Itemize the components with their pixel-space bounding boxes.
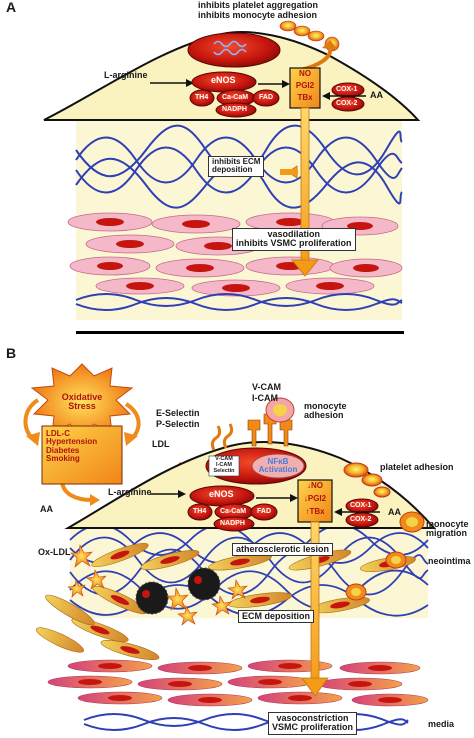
label-ecm-deposition: ECM deposition [238, 610, 314, 624]
label-no: NO [299, 69, 311, 78]
panel-a-elastic-lamina [75, 293, 403, 311]
label-small-icam: I-CAM [216, 461, 232, 468]
label-inhibits-ecm-deposition: inhibits ECM deposition [208, 156, 265, 177]
panel-b [23, 363, 437, 731]
label-e-selectin: E-Selectin [156, 408, 200, 418]
label-monocyte-migration: monocyte migration [426, 519, 469, 539]
panel-b-risk-factor-box [41, 425, 123, 485]
label-vasoconstriction-box: vasoconstriction VSMC proliferation [268, 712, 358, 735]
panel-b-ox-ldl-particles [67, 543, 248, 626]
label-l-arginine: L-arginine [104, 70, 148, 80]
panel-b-monocyte-adhesion-cell [265, 397, 295, 423]
risk-factor-1: LDL-C [46, 429, 70, 438]
label-migration: migration [426, 528, 468, 539]
label-platelet-adhesion: platelet adhesion [380, 462, 454, 472]
label-risk-factors: LDL-C Hypertension Diabetes Smoking [46, 429, 98, 464]
label-small-adhesion: V-CAM I-CAM Selectin [209, 456, 239, 474]
panel-b-nfkb-activation [251, 453, 305, 479]
panel-b-elastic-lamina [83, 713, 409, 731]
label-cox-1-b: COX-1 [350, 502, 372, 509]
panel-b-enos-complex [150, 485, 298, 532]
label-cox-2: COX-2 [336, 100, 358, 107]
label-ca-cam-b: Ca-CaM [220, 508, 247, 515]
label-small-vcam: V-CAM [215, 456, 233, 462]
label-oxidative: Oxidative [61, 392, 103, 402]
label-ox-ldl: Ox-LDL [38, 547, 71, 557]
panel-a-letter: A [6, 0, 17, 15]
label-nadph-b: NADPH [220, 520, 245, 527]
panel-b-letter: B [6, 345, 17, 361]
label-vsmc-proliferation: VSMC proliferation [272, 722, 354, 733]
label-media: media [428, 719, 455, 729]
panel-b-foam-cells [135, 567, 221, 615]
risk-factor-3: Diabetes [46, 445, 80, 455]
panel-b-media-layer [47, 659, 429, 707]
panel-b-monocyte-migration-cells [345, 511, 425, 601]
label-monocyte-adhesion: monocyte adhesion [304, 401, 347, 421]
label-nfkb: NFκB [267, 457, 289, 466]
panel-b-down-arrow [301, 521, 329, 697]
panel-a [43, 20, 421, 334]
panel-a-cox [322, 82, 366, 112]
panel-a-nucleus [187, 32, 281, 68]
label-enos-b: eNOS [209, 489, 234, 499]
label-vasodilation-box: vasodilation inhibits VSMC proliferation [232, 228, 356, 251]
label-no-b: ↓NO [307, 481, 323, 490]
label-p-selectin: P-Selectin [156, 419, 200, 429]
label-inhibits-vsmc: inhibits VSMC proliferation [236, 238, 352, 249]
label-tbx-b: ↑TBx [305, 507, 325, 516]
panel-b-adhesion-molecules [210, 413, 293, 451]
label-v-cam: V-CAM [252, 382, 281, 392]
panel-b-vcam-icam-box [208, 455, 240, 477]
label-i-cam: I-CAM [252, 393, 278, 403]
label-monocyte-2: monocyte [426, 519, 469, 529]
label-pgi2: PGI2 [295, 81, 315, 90]
label-atherosclerotic-lesion: atherosclerotic lesion [232, 543, 334, 557]
label-neointima: neointima [428, 556, 471, 566]
label-cox-2-b: COX-2 [350, 516, 372, 523]
label-th4: TH4 [195, 94, 209, 101]
label-adhesion: adhesion [304, 410, 344, 421]
label-ca-cam: Ca-CaM [222, 94, 249, 101]
risk-factor-2: Hypertension [46, 437, 98, 447]
label-aa: AA [370, 90, 383, 100]
label-nadph: NADPH [222, 106, 247, 113]
label-l-arginine-b: L-arginine [108, 487, 152, 497]
label-activation: Activation [258, 465, 298, 475]
label-inhibits-platelet-aggregation: inhibits platelet aggregation [198, 0, 319, 10]
label-aa-right: AA [388, 507, 401, 517]
panel-a-no-box [289, 67, 321, 109]
risk-factor-4: Smoking [46, 454, 80, 464]
label-tbx: TBx [297, 93, 313, 102]
panel-b-cox [334, 498, 380, 528]
label-pgi2-b: ↓PGI2 [303, 494, 327, 503]
label-vasodilation: vasodilation [267, 229, 321, 239]
panel-a-dna-icon [213, 40, 247, 56]
panel-b-platelets [343, 462, 391, 498]
label-enos: eNOS [211, 75, 236, 85]
label-cox-1: COX-1 [336, 86, 358, 93]
label-inhibits-monocyte-adhesion: inhibits monocyte adhesion [198, 10, 318, 20]
label-small-selectin: Selectin [213, 467, 235, 474]
label-vasoconstriction: vasoconstriction [276, 713, 349, 723]
label-aa-left: AA [40, 504, 53, 514]
label-ecm-line-1: inhibits ECM [212, 157, 261, 166]
panel-b-no-box [297, 479, 333, 523]
panel-a-enos-complex [150, 71, 290, 118]
label-nfkb-activation: NFκB Activation [256, 457, 300, 475]
label-ldl: LDL [152, 439, 170, 449]
label-oxidative-stress: Oxidative Stress [50, 392, 114, 412]
panel-divider [76, 331, 404, 334]
label-th4-b: TH4 [193, 508, 207, 515]
label-fad-b: FAD [257, 508, 271, 515]
label-stress: Stress [68, 401, 96, 412]
panel-a-down-arrow [280, 107, 319, 277]
label-ecm-line-2: deposition [212, 165, 253, 175]
panel-b-arrowheads [26, 432, 138, 506]
panel-a-curved-arrow-head-icon [322, 40, 338, 50]
label-fad: FAD [259, 94, 273, 101]
label-monocyte-1: monocyte [304, 401, 347, 411]
